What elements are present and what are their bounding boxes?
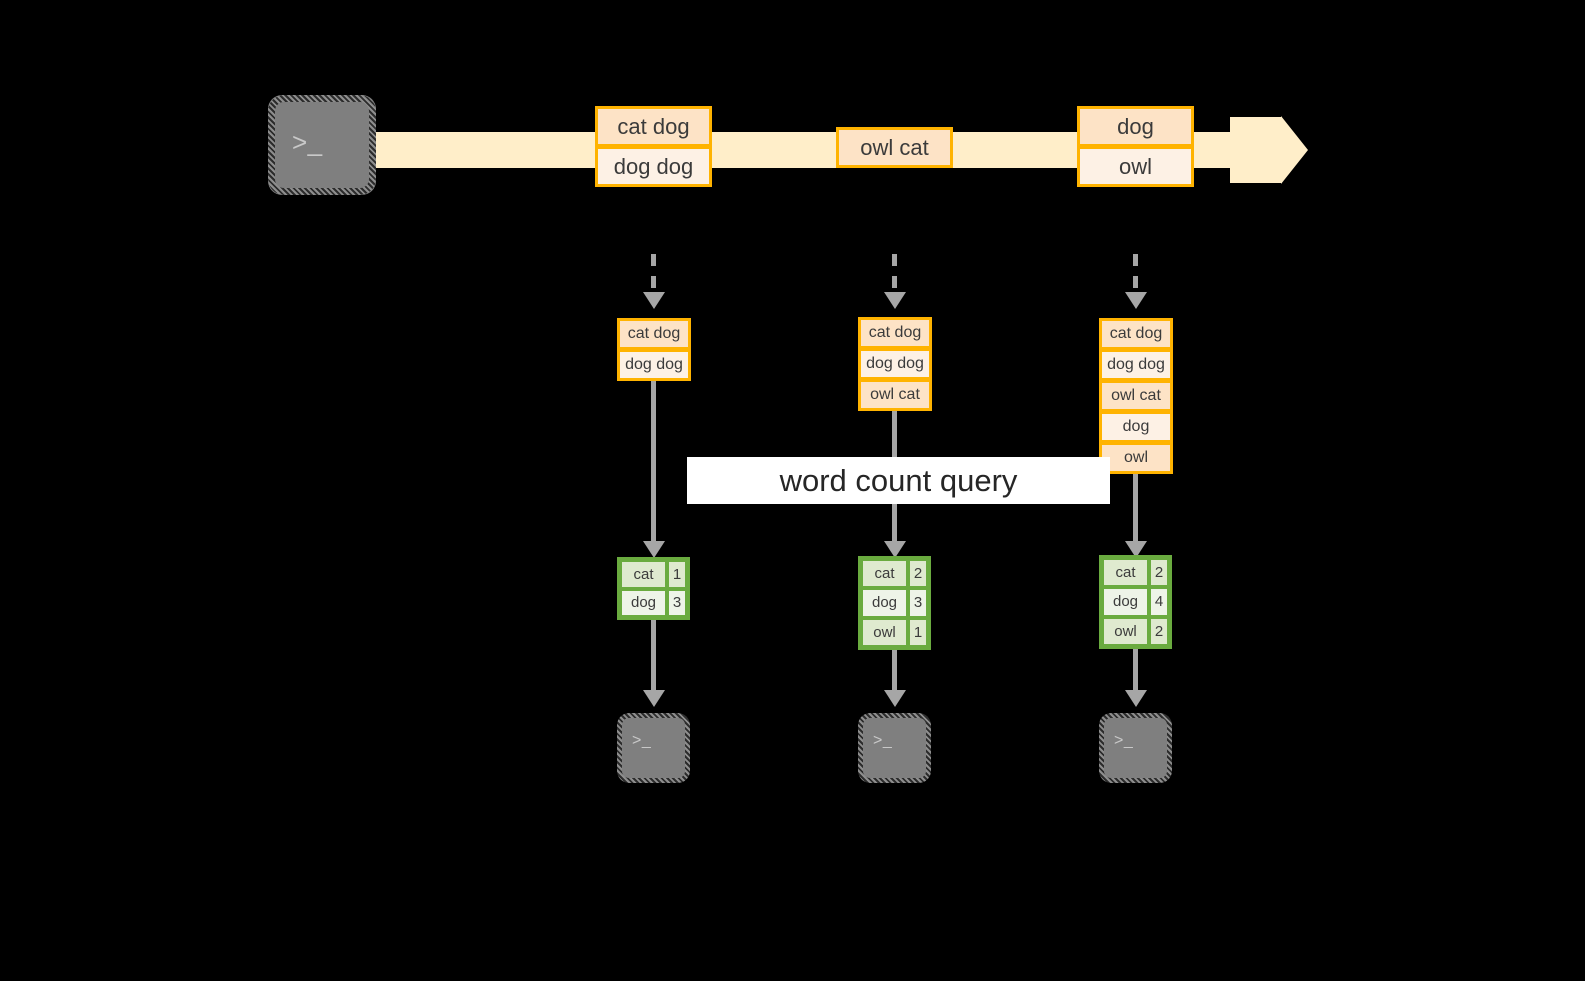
- output-connector-arrowhead: [884, 690, 906, 707]
- snapshot-record: dog dog: [858, 348, 932, 380]
- query-connector-line: [651, 381, 656, 541]
- snapshot-trigger-dash: [651, 254, 656, 292]
- result-count-cell: 1: [908, 617, 928, 647]
- snapshot-trigger-dash: [1133, 254, 1138, 292]
- terminal-prompt-glyph: >_: [292, 127, 323, 157]
- snapshot-record: owl cat: [858, 379, 932, 411]
- snapshot-record: dog dog: [617, 349, 691, 381]
- source-terminal[interactable]: >_: [268, 95, 376, 195]
- stream-record: cat dog: [595, 106, 712, 147]
- terminal-body: [275, 102, 369, 188]
- sink-terminal[interactable]: >_: [617, 713, 690, 783]
- table-row: cat 1: [620, 560, 687, 589]
- terminal-body: [1104, 718, 1167, 778]
- query-connector-arrowhead: [1125, 541, 1147, 558]
- result-word-cell: dog: [861, 588, 908, 618]
- query-label-text: word count query: [779, 462, 1018, 498]
- output-connector-line: [892, 650, 897, 690]
- stream-record: owl cat: [836, 127, 953, 168]
- table-row: owl 2: [1102, 616, 1169, 646]
- result-count-cell: 2: [1149, 616, 1169, 646]
- query-connector-arrowhead: [643, 541, 665, 558]
- query-label-banner: word count query: [687, 457, 1110, 504]
- snapshot-record: cat dog: [858, 317, 932, 349]
- result-word-cell: dog: [620, 588, 667, 617]
- result-table: cat 1 dog 3: [617, 557, 690, 620]
- stream-record: owl: [1077, 146, 1194, 187]
- result-count-cell: 2: [1149, 558, 1169, 588]
- result-table: cat 2 dog 3 owl 1: [858, 556, 931, 650]
- sink-terminal[interactable]: >_: [1099, 713, 1172, 783]
- terminal-prompt-glyph: >_: [873, 732, 893, 749]
- snapshot-record: dog: [1099, 411, 1173, 443]
- stream-arrowhead: [1281, 116, 1308, 184]
- terminal-prompt-glyph: >_: [1114, 732, 1134, 749]
- result-count-cell: 3: [667, 588, 687, 617]
- table-row: dog 3: [861, 588, 928, 618]
- table-row: cat 2: [861, 559, 928, 589]
- snapshot-trigger-arrowhead: [643, 292, 665, 309]
- terminal-body: [863, 718, 926, 778]
- snapshot-record: dog dog: [1099, 349, 1173, 381]
- snapshot-trigger-arrowhead: [1125, 292, 1147, 309]
- output-connector-arrowhead: [1125, 690, 1147, 707]
- query-connector-arrowhead: [884, 541, 906, 558]
- result-word-cell: cat: [1102, 558, 1149, 588]
- output-connector-line: [1133, 649, 1138, 690]
- sink-terminal[interactable]: >_: [858, 713, 931, 783]
- result-word-cell: cat: [861, 559, 908, 589]
- table-row: owl 1: [861, 617, 928, 647]
- snapshot-record: owl cat: [1099, 380, 1173, 412]
- result-count-cell: 1: [667, 560, 687, 589]
- result-count-cell: 4: [1149, 587, 1169, 617]
- snapshot-trigger-dash: [892, 254, 897, 292]
- output-connector-line: [651, 620, 656, 690]
- terminal-body: [622, 718, 685, 778]
- result-count-cell: 3: [908, 588, 928, 618]
- result-count-cell: 2: [908, 559, 928, 589]
- snapshot-record: cat dog: [617, 318, 691, 350]
- stream-arrow-neck: [1230, 117, 1282, 183]
- result-table: cat 2 dog 4 owl 2: [1099, 555, 1172, 649]
- snapshot-record: owl: [1099, 442, 1173, 474]
- snapshot-record: cat dog: [1099, 318, 1173, 350]
- result-word-cell: owl: [1102, 616, 1149, 646]
- output-connector-arrowhead: [643, 690, 665, 707]
- terminal-prompt-glyph: >_: [632, 732, 652, 749]
- table-row: dog 3: [620, 588, 687, 617]
- query-connector-line: [1133, 474, 1138, 541]
- table-row: cat 2: [1102, 558, 1169, 588]
- result-word-cell: owl: [861, 617, 908, 647]
- table-row: dog 4: [1102, 587, 1169, 617]
- stream-record: dog: [1077, 106, 1194, 147]
- stream-record: dog dog: [595, 146, 712, 187]
- result-word-cell: dog: [1102, 587, 1149, 617]
- snapshot-trigger-arrowhead: [884, 292, 906, 309]
- result-word-cell: cat: [620, 560, 667, 589]
